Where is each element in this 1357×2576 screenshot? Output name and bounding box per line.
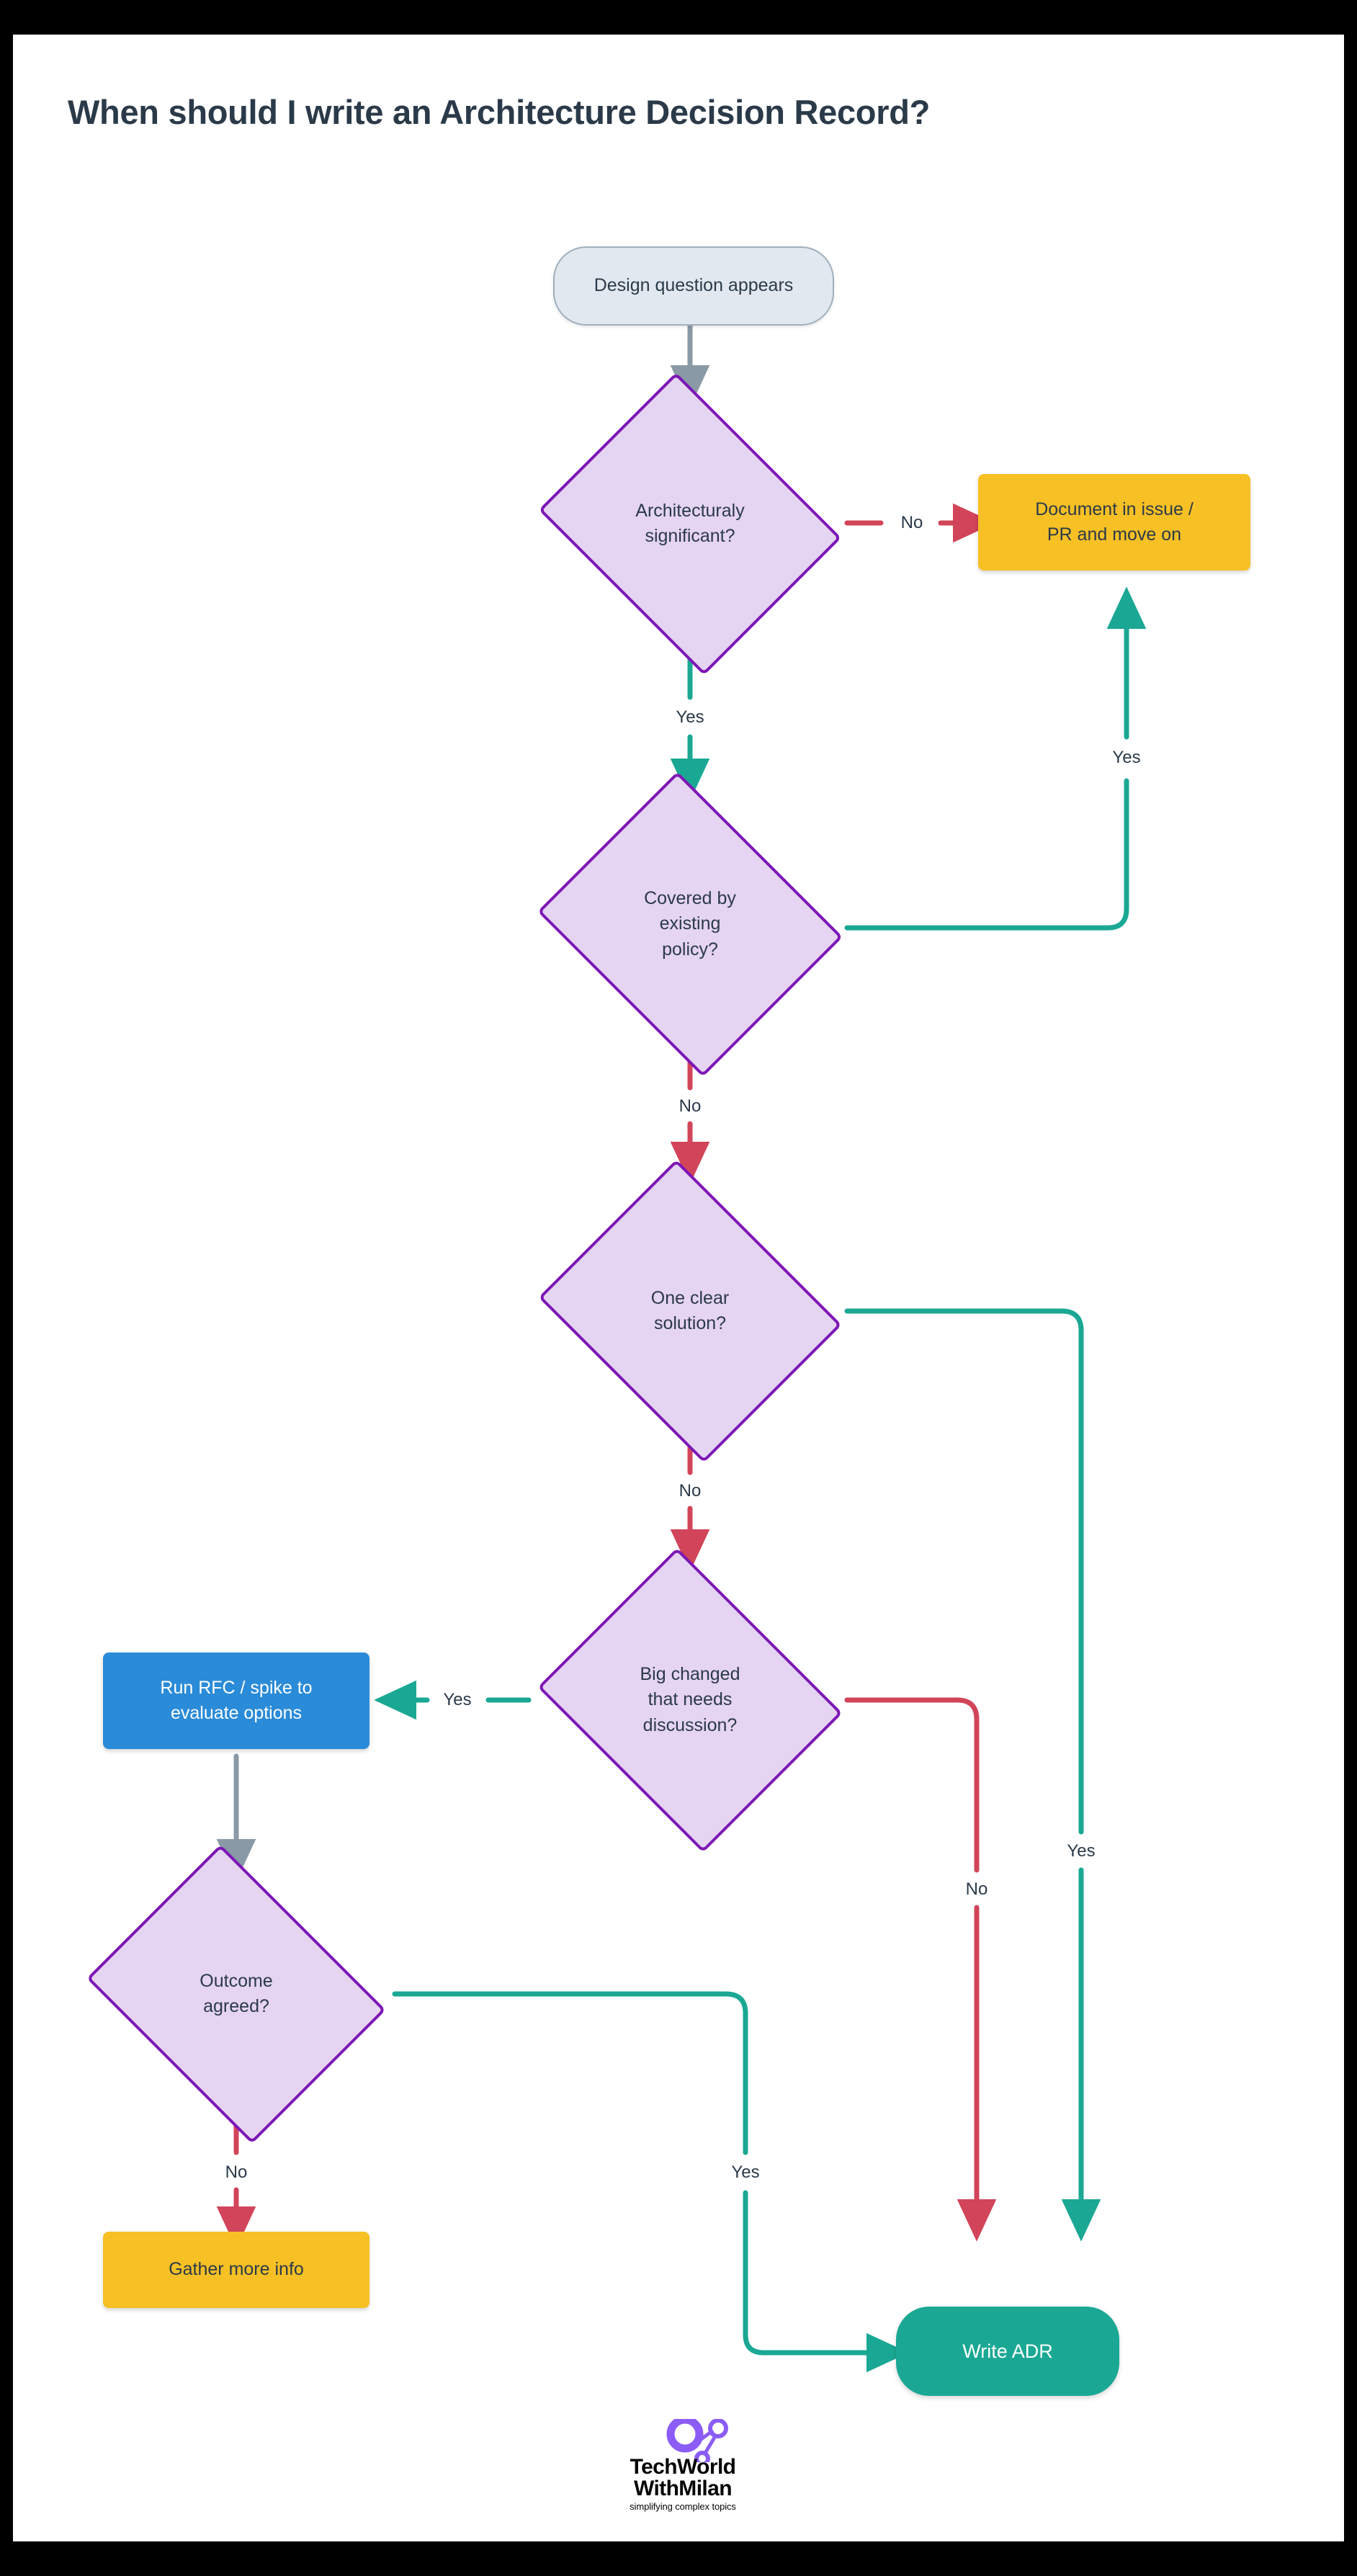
node-d4-line1: Big changed — [640, 1663, 740, 1684]
node-d1-label: Architecturaly significant? — [555, 498, 825, 550]
logo-nodes-icon — [666, 2415, 728, 2467]
node-document-in-issue-pr[interactable]: Document in issue / PR and move on — [978, 474, 1250, 571]
node-d3-label: One clear solution? — [555, 1286, 825, 1337]
node-start-design-question[interactable]: Design question appears — [553, 246, 834, 326]
node-gather-more-info[interactable]: Gather more info — [103, 2232, 370, 2308]
edge-d4-no-seg1 — [844, 1697, 980, 1873]
node-d2-line1: Covered by — [644, 887, 736, 908]
node-decision-architecturally-significant[interactable]: Architecturaly significant? — [529, 372, 851, 676]
edge-label-d5-no: No — [220, 2162, 253, 2183]
node-adr-label: Write ADR — [962, 2340, 1053, 2362]
edge-label-d2-yes: Yes — [1107, 747, 1146, 769]
edge-label-d1-yes: Yes — [671, 707, 709, 728]
node-d5-line2: agreed? — [203, 1996, 269, 2016]
edge-label-d3-no: No — [673, 1480, 707, 1502]
node-d5-line1: Outcome — [200, 1970, 273, 1991]
edge-label-d1-no: No — [895, 512, 928, 534]
node-gather-label: Gather more info — [169, 2259, 304, 2280]
node-d4-line3: discussion? — [642, 1714, 738, 1735]
node-d4-line2: that needs — [648, 1689, 733, 1710]
edge-label-d4-yes: Yes — [438, 1689, 477, 1711]
node-rfc-label: Run RFC / spike to evaluate options — [160, 1676, 312, 1727]
logo-line1: TechWorld — [630, 2455, 736, 2479]
node-rfc-line1: Run RFC / spike to — [160, 1677, 313, 1698]
node-d1-line1: Architecturaly — [635, 500, 745, 521]
node-run-rfc-spike[interactable]: Run RFC / spike to evaluate options — [103, 1653, 370, 1749]
edge-d5-yes-seg1 — [392, 1991, 748, 2155]
node-decision-big-change-needs-discussion[interactable]: Big changed that needs discussion? — [529, 1547, 851, 1853]
node-write-adr[interactable]: Write ADR — [896, 2307, 1119, 2396]
edge-label-d4-no: No — [960, 1879, 993, 1900]
node-d4-label: Big changed that needs discussion? — [555, 1662, 825, 1739]
node-decision-outcome-agreed[interactable]: Outcome agreed? — [75, 1844, 398, 2144]
edge-label-d3-yes: Yes — [1062, 1841, 1101, 1862]
brand-logo: TechWorld WithMilan simplifying complex … — [589, 2415, 776, 2527]
node-doc-line1: Document in issue / — [1035, 498, 1193, 519]
logo-line2: WithMilan — [634, 2477, 733, 2500]
node-d2-line3: policy? — [662, 939, 718, 960]
diagram-frame: When should I write an Architecture Deci… — [13, 35, 1344, 2541]
node-doc-line2: PR and move on — [1047, 524, 1182, 545]
node-d1-line2: significant? — [645, 526, 735, 546]
logo-tagline: simplifying complex topics — [630, 2501, 736, 2512]
flowchart-canvas: No Yes Yes No Yes No Yes No Yes No Desig… — [13, 35, 1344, 2541]
node-d5-label: Outcome agreed? — [101, 1969, 372, 2020]
edge-d3-yes-seg1 — [844, 1308, 1084, 1835]
node-doc-label: Document in issue / PR and move on — [1035, 497, 1193, 548]
page-title: When should I write an Architecture Deci… — [68, 93, 931, 131]
node-decision-one-clear-solution[interactable]: One clear solution? — [529, 1159, 851, 1463]
node-d3-line1: One clear — [650, 1287, 730, 1308]
node-decision-covered-by-existing-policy[interactable]: Covered by existing policy? — [529, 771, 851, 1078]
edge-label-d2-no: No — [673, 1096, 707, 1117]
node-start-label: Design question appears — [594, 275, 794, 296]
node-d2-line2: existing — [659, 913, 721, 934]
node-d3-line2: solution? — [653, 1313, 727, 1333]
logo-text: TechWorld WithMilan simplifying complex … — [589, 2455, 776, 2512]
edge-d5-yes-seg2 — [743, 2190, 909, 2373]
edge-d2-yes-seg1 — [844, 778, 1129, 931]
edge-label-d5-yes: Yes — [726, 2162, 765, 2183]
node-rfc-line2: evaluate options — [170, 1703, 303, 1723]
node-d2-label: Covered by existing policy? — [555, 886, 825, 963]
